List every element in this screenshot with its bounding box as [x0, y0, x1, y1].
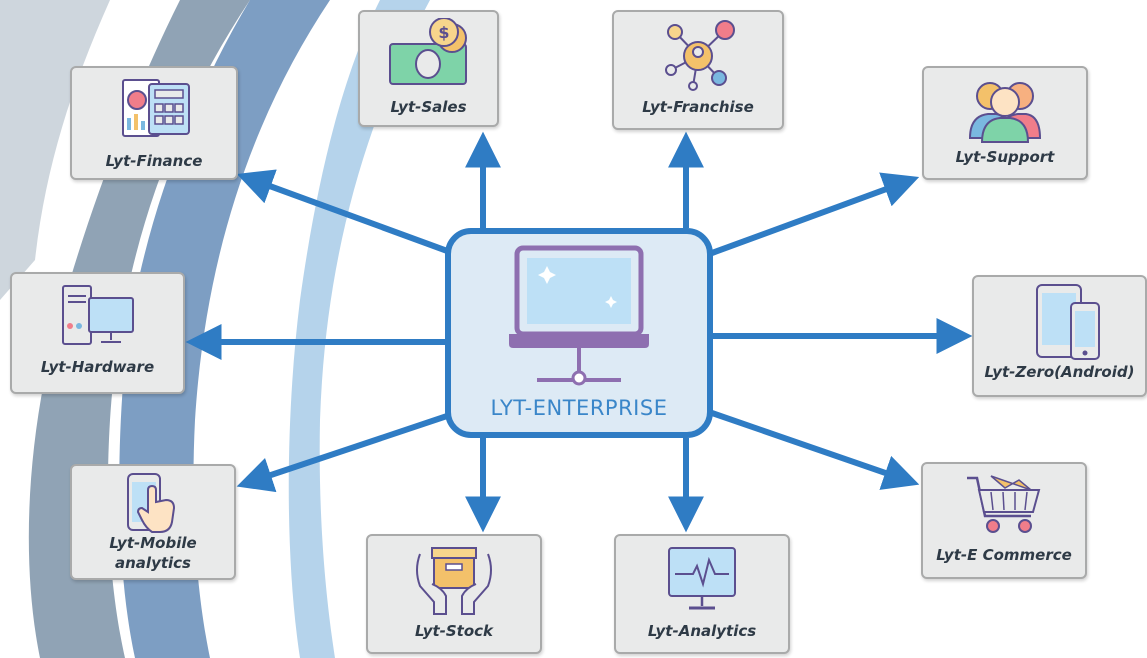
arrow-to-support	[710, 172, 920, 256]
network-people-icon	[665, 20, 735, 91]
node-analytics[interactable]: Lyt-Analytics	[614, 534, 790, 654]
money-dollar-icon: $	[388, 18, 467, 85]
finance-calculator-icon	[122, 79, 190, 137]
node-franchise[interactable]: Lyt-Franchise	[612, 10, 784, 130]
arrow-to-mobile	[236, 412, 451, 493]
node-sales-label: Lyt-Sales	[390, 98, 467, 116]
arrow-to-ecommerce	[711, 410, 920, 490]
arrow-to-finance	[236, 169, 452, 255]
node-hardware[interactable]: Lyt-Hardware	[10, 272, 185, 394]
desktop-computer-icon	[61, 285, 134, 345]
node-mobile-analytics[interactable]: Lyt-Mobile analytics	[70, 464, 236, 580]
node-support-label: Lyt-Support	[955, 148, 1055, 166]
node-finance-label: Lyt-Finance	[105, 152, 203, 170]
laptop-network-icon	[509, 245, 649, 386]
node-zero-label: Lyt-Zero(Android)	[984, 363, 1135, 381]
node-sales[interactable]: $ Lyt-Sales	[358, 10, 499, 127]
node-analytics-label: Lyt-Analytics	[647, 622, 757, 640]
shopping-cart-icon	[967, 475, 1041, 533]
phone-touch-icon	[127, 473, 176, 533]
node-mobile-label-line2: analytics	[115, 554, 191, 572]
node-zero[interactable]: Lyt-Zero(Android)	[972, 275, 1147, 397]
node-franchise-label: Lyt-Franchise	[642, 98, 754, 116]
node-finance[interactable]: Lyt-Finance	[70, 66, 238, 180]
enterprise-title: LYT-ENTERPRISE	[490, 396, 668, 420]
node-ecommerce[interactable]: Lyt-E Commerce	[921, 462, 1087, 579]
tablet-phone-icon	[1035, 284, 1100, 360]
node-ecommerce-label: Lyt-E Commerce	[936, 546, 1072, 564]
node-support[interactable]: Lyt-Support	[922, 66, 1088, 180]
node-mobile-label-line1: Lyt-Mobile	[109, 534, 197, 552]
svg-text:$: $	[438, 23, 449, 42]
enterprise-hub[interactable]: LYT-ENTERPRISE	[445, 228, 713, 438]
monitor-pulse-icon	[668, 547, 736, 610]
box-hands-icon	[416, 547, 492, 615]
node-stock[interactable]: Lyt-Stock	[366, 534, 542, 654]
group-people-icon	[968, 82, 1042, 143]
node-stock-label: Lyt-Stock	[414, 622, 494, 640]
node-hardware-label: Lyt-Hardware	[40, 358, 155, 376]
